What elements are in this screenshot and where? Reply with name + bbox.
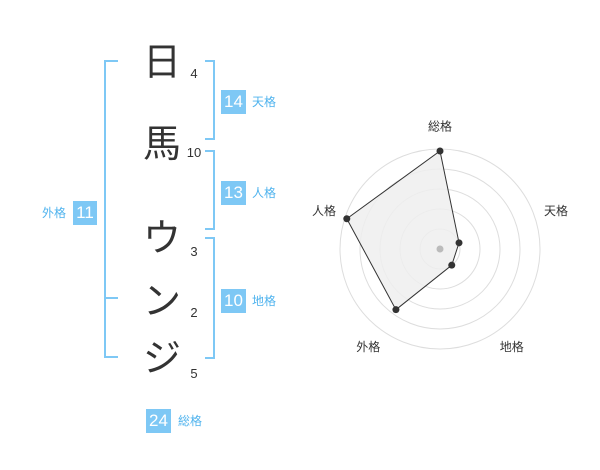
radar-axis-label: 外格 <box>356 339 380 354</box>
outer-bracket-left <box>104 60 118 358</box>
tenkaku-score: 14 <box>221 90 246 114</box>
gaikaku-score: 11 <box>73 201 97 225</box>
name-character-3: ウ <box>142 216 181 260</box>
stroke-count-2: 10 <box>186 145 202 160</box>
chikaku-bracket <box>205 237 215 359</box>
stroke-count-4: 2 <box>190 305 198 320</box>
radar-point <box>448 261 456 269</box>
jinkaku-score: 13 <box>221 181 246 205</box>
name-character-4: ン <box>142 279 181 323</box>
stroke-count-1: 4 <box>190 66 198 81</box>
jinkaku-label: 人格 <box>252 186 277 200</box>
chikaku-score: 10 <box>221 289 246 313</box>
radar-ring <box>419 228 461 270</box>
radar-ring <box>399 208 481 290</box>
stroke-count-5: 5 <box>190 366 198 381</box>
radar-ring <box>339 148 541 350</box>
radar-axis-label: 天格 <box>544 203 568 218</box>
radar-area <box>346 150 460 311</box>
outer-bracket-divider <box>104 297 118 299</box>
soukaku-label: 総格 <box>178 414 203 428</box>
stroke-count-3: 3 <box>190 244 198 259</box>
radar-ring <box>359 168 521 330</box>
radar-point <box>392 306 400 314</box>
radar-axis-label: 地格 <box>500 339 524 354</box>
name-character-5: ジ <box>142 336 181 380</box>
radar-rings <box>339 148 541 350</box>
soukaku-score: 24 <box>146 409 171 433</box>
chikaku-label: 地格 <box>252 294 277 308</box>
name-character-2: 馬 <box>142 122 181 166</box>
name-character-1: 日 <box>142 40 181 84</box>
radar-point <box>436 147 444 155</box>
radar-points <box>343 147 463 314</box>
radar-ring <box>379 188 501 310</box>
gaikaku-label: 外格 <box>42 206 67 220</box>
radar-center-dot <box>436 245 444 253</box>
jinkaku-bracket <box>205 150 215 230</box>
radar-point <box>343 215 351 223</box>
radar-axis-label: 人格 <box>312 203 336 218</box>
tenkaku-label: 天格 <box>252 95 277 109</box>
tenkaku-bracket <box>205 60 215 140</box>
radar-point <box>455 239 463 247</box>
radar-axis-label: 総格 <box>428 119 452 134</box>
